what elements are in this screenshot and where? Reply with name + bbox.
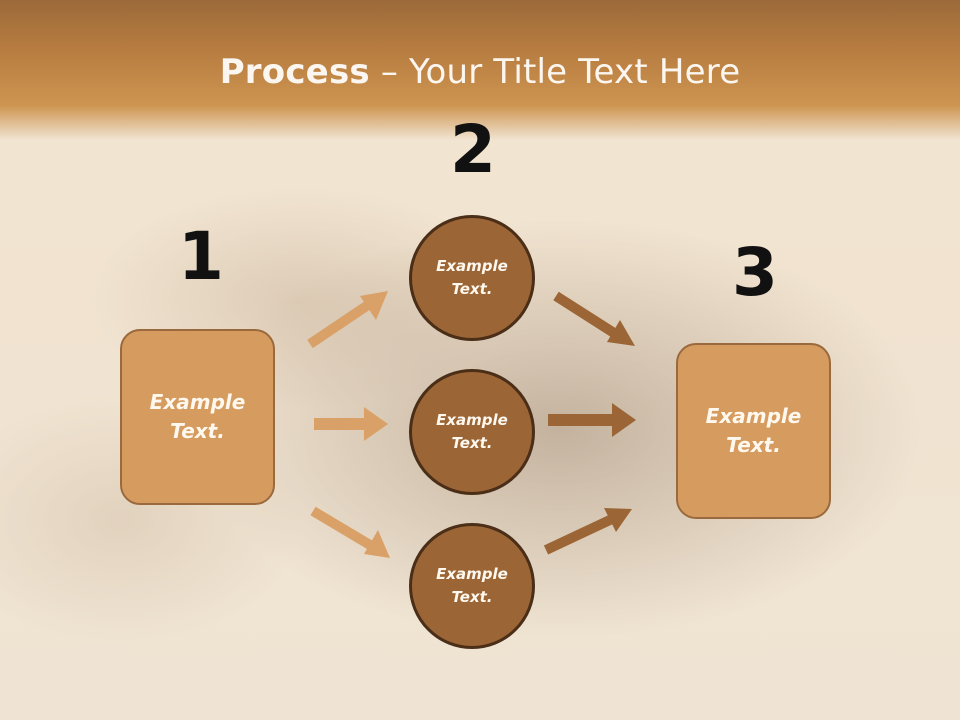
step-number-1: 1 (178, 218, 224, 295)
step-2-circle-middle[interactable]: Example Text. (409, 369, 535, 495)
step-number-2: 2 (450, 111, 496, 188)
arrow-1-to-bottom (310, 506, 390, 558)
step-2-circle-bottom[interactable]: Example Text. (409, 523, 535, 649)
arrow-1-to-middle (314, 407, 388, 441)
arrow-top-to-3 (553, 291, 635, 346)
step-3-text: Example Text. (705, 404, 802, 457)
header-band (0, 0, 960, 140)
title-strong: Process (219, 52, 370, 92)
circle-text: Example Text. (436, 257, 508, 298)
arrow-middle-to-3 (548, 403, 636, 437)
step-3-box[interactable]: Example Text. (676, 343, 831, 519)
step-1-text: Example Text. (149, 390, 246, 443)
circle-text: Example Text. (436, 411, 508, 452)
step-1-box[interactable]: Example Text. (120, 329, 275, 505)
arrow-1-to-top (307, 291, 388, 349)
slide-title: Process – Your Title Text Here (0, 52, 960, 92)
circle-text: Example Text. (436, 565, 508, 606)
step-number-3: 3 (732, 234, 778, 311)
title-rest: – Your Title Text Here (369, 52, 741, 92)
arrow-bottom-to-3 (543, 508, 632, 555)
step-2-circle-top[interactable]: Example Text. (409, 215, 535, 341)
